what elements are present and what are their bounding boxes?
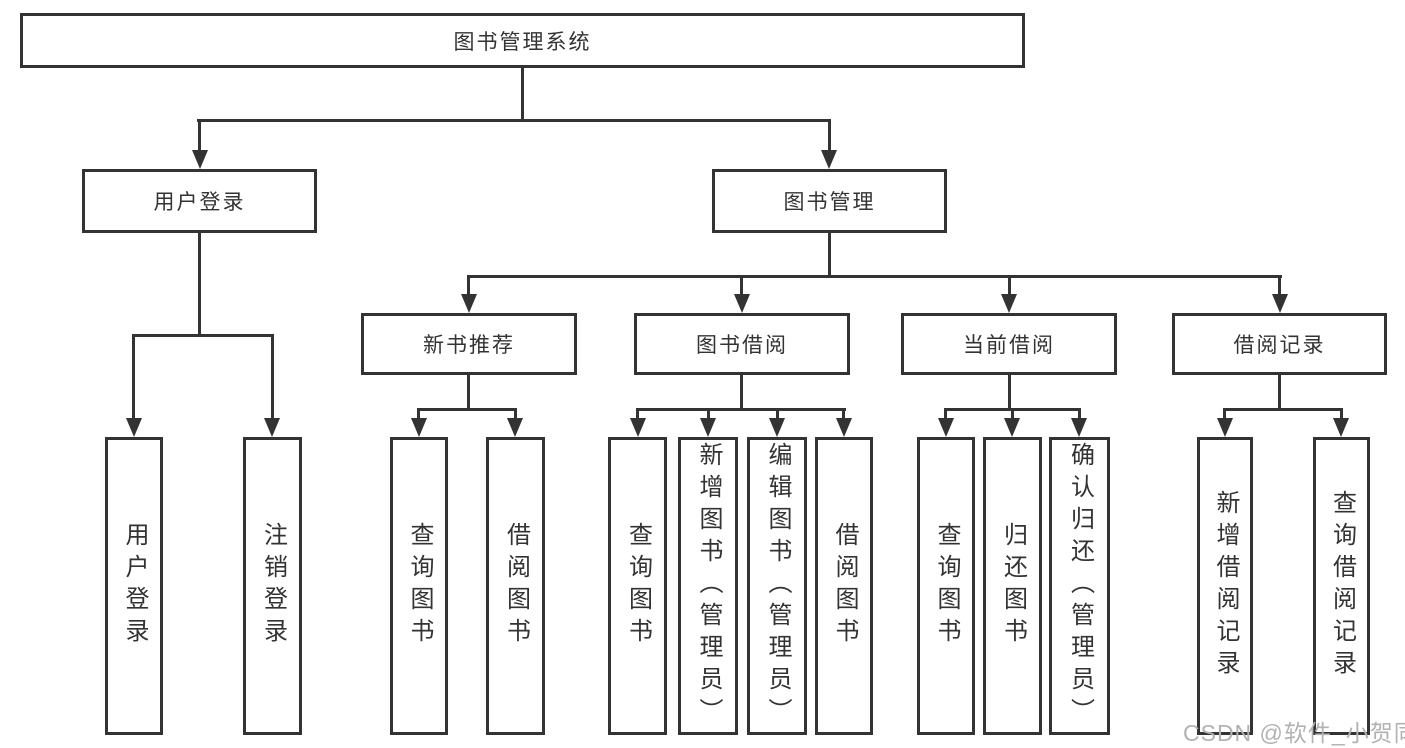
connector-drop-book-management [828, 119, 831, 153]
connector-drop-borrow-books-1 [514, 408, 517, 421]
connector-drop-confirm-return [1078, 408, 1081, 421]
connector-drop-borrow-books-2 [842, 408, 845, 421]
connector-borrow-records-stem [1278, 375, 1281, 411]
leaf-logout-label: 注销登录 [259, 522, 287, 650]
node-book-borrow: 图书借阅 [634, 313, 850, 375]
leaf-add-book-admin-label: 新增图书（管理员） [695, 442, 722, 730]
arrowhead-query-borrow-record [1333, 418, 1349, 437]
arrowhead-borrow-records [1272, 294, 1288, 313]
node-user-login-label: 用户登录 [153, 191, 246, 214]
node-current-borrow-label: 当前借阅 [963, 334, 1055, 357]
connector-root-stem [521, 68, 524, 122]
leaf-query-books-2-label: 查询图书 [624, 522, 652, 650]
connector-drop-query-books-3 [944, 408, 947, 421]
connector-drop-book-borrow [740, 275, 743, 297]
leaf-edit-book-admin: 编辑图书（管理员） [747, 437, 807, 735]
leaf-query-books-1-label: 查询图书 [406, 522, 433, 650]
arrowhead-book-borrow [734, 294, 750, 313]
arrowhead-book-management [821, 150, 837, 169]
node-borrow-records: 借阅记录 [1172, 313, 1387, 375]
node-current-borrow: 当前借阅 [901, 313, 1117, 375]
node-book-management-label: 图书管理 [783, 191, 876, 214]
leaf-query-books-1: 查询图书 [390, 437, 448, 735]
leaf-user-login: 用户登录 [105, 437, 163, 735]
leaf-edit-book-admin-label: 编辑图书（管理员） [764, 442, 791, 730]
connector-drop-query-borrow-record [1340, 408, 1343, 421]
connector-drop-return-books [1011, 408, 1014, 421]
leaf-logout: 注销登录 [243, 437, 302, 735]
node-root-label: 图书管理系统 [453, 30, 592, 54]
connector-user-login-stem [198, 233, 201, 336]
arrowhead-confirm-return [1071, 418, 1087, 437]
connector-drop-new-book-recommend [467, 275, 470, 297]
leaf-return-books: 归还图书 [983, 437, 1042, 735]
node-book-borrow-label: 图书借阅 [696, 334, 788, 357]
connector-root-bar [197, 119, 831, 122]
connector-new-book-recommend-stem [467, 375, 470, 411]
connector-drop-query-books-1 [417, 408, 420, 421]
leaf-query-books-2: 查询图书 [608, 437, 667, 735]
arrowhead-user-login [192, 150, 208, 169]
leaf-add-borrow-record: 新增借阅记录 [1197, 437, 1253, 735]
arrowhead-borrow-books-1 [507, 418, 523, 437]
node-root: 图书管理系统 [20, 13, 1025, 68]
node-new-book-recommend-label: 新书推荐 [423, 334, 515, 357]
csdn-watermark: CSDN @软件_小贺同学 [1183, 720, 1405, 746]
connector-drop-borrow-records [1278, 275, 1281, 297]
connector-drop-leaf-logout [271, 334, 274, 421]
arrowhead-new-book-recommend [461, 294, 477, 313]
connector-drop-edit-book [776, 408, 779, 421]
connector-book-management-stem [828, 233, 831, 278]
leaf-borrow-books-2-label: 借阅图书 [831, 522, 858, 650]
leaf-add-borrow-record-label: 新增借阅记录 [1212, 490, 1239, 682]
leaf-query-borrow-record-label: 查询借阅记录 [1328, 490, 1356, 682]
arrowhead-borrow-books-2 [836, 418, 852, 437]
connector-drop-add-book [707, 408, 710, 421]
connector-drop-query-books-2 [636, 408, 639, 421]
node-borrow-records-label: 借阅记录 [1233, 334, 1326, 357]
connector-user-login-bar [132, 334, 274, 337]
leaf-user-login-label: 用户登录 [121, 522, 148, 650]
arrowhead-query-books-3 [938, 418, 954, 437]
arrowhead-leaf-logout [264, 418, 280, 437]
leaf-borrow-books-2: 借阅图书 [815, 437, 873, 735]
arrowhead-return-books [1004, 418, 1020, 437]
arrowhead-edit-book [769, 418, 785, 437]
node-user-login: 用户登录 [82, 169, 317, 233]
leaf-borrow-books-1: 借阅图书 [486, 437, 545, 735]
node-book-management: 图书管理 [712, 169, 947, 233]
leaf-query-books-3-label: 查询图书 [933, 522, 960, 650]
leaf-confirm-return-admin: 确认归还（管理员） [1049, 437, 1110, 735]
arrowhead-add-book [700, 418, 716, 437]
connector-book-borrow-stem [740, 375, 743, 411]
connector-book-borrow-bar [636, 408, 846, 411]
connector-book-management-bar [467, 275, 1282, 278]
leaf-return-books-label: 归还图书 [999, 522, 1027, 650]
arrowhead-leaf-user-login [126, 418, 142, 437]
connector-drop-user-login [198, 119, 201, 153]
connector-borrow-records-bar [1224, 408, 1343, 411]
arrowhead-add-borrow-record [1217, 418, 1233, 437]
connector-current-borrow-stem [1008, 375, 1011, 411]
connector-new-book-recommend-bar [417, 408, 517, 411]
node-new-book-recommend: 新书推荐 [361, 313, 577, 375]
connector-drop-leaf-user-login [132, 334, 135, 421]
leaf-query-borrow-record: 查询借阅记录 [1313, 437, 1370, 735]
connector-drop-add-borrow-record [1223, 408, 1226, 421]
arrowhead-query-books-1 [411, 418, 427, 437]
leaf-borrow-books-1-label: 借阅图书 [502, 522, 530, 650]
arrowhead-current-borrow [1001, 294, 1017, 313]
arrowhead-query-books-2 [630, 418, 646, 437]
leaf-confirm-return-admin-label: 确认归还（管理员） [1066, 442, 1094, 730]
connector-drop-current-borrow [1008, 275, 1011, 297]
leaf-query-books-3: 查询图书 [917, 437, 975, 735]
leaf-add-book-admin: 新增图书（管理员） [678, 437, 738, 735]
